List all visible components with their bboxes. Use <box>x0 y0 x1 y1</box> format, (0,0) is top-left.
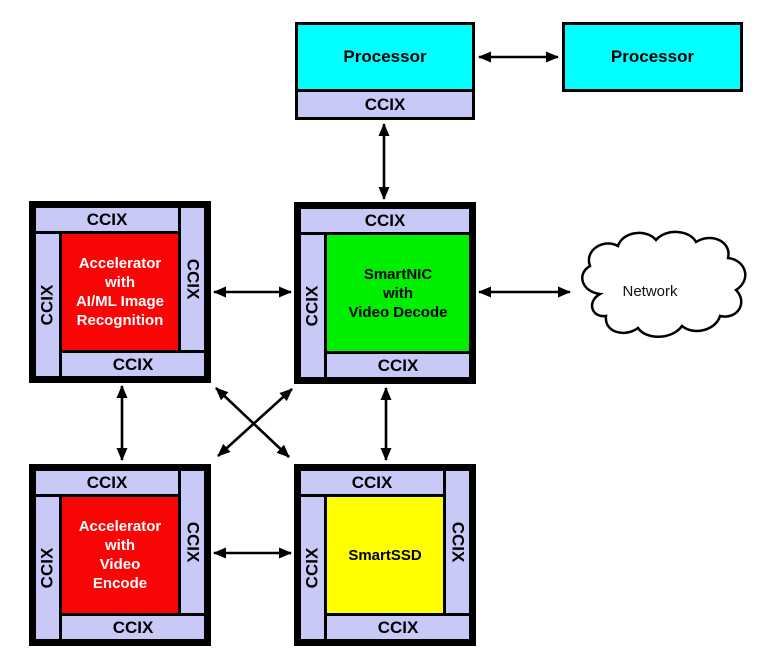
ccix-port-right: CCIX <box>178 468 207 616</box>
ccix-label: CCIX <box>183 258 203 300</box>
smartnic-core: SmartNIC with Video Decode <box>324 232 472 354</box>
ccix-port-top: CCIX <box>33 468 181 497</box>
ccix-label: CCIX <box>37 547 57 589</box>
processor-right-label: Processor <box>610 47 695 66</box>
ccix-label: CCIX <box>377 617 419 637</box>
processor-ccix-port: CCIX <box>295 89 475 120</box>
smartnic-line: with <box>383 284 413 302</box>
ccix-port-left: CCIX <box>298 494 327 642</box>
accelerator-video-line: Encode <box>92 575 148 592</box>
ccix-port-left: CCIX <box>298 232 327 380</box>
smartnic-line: Video Decode <box>348 303 448 321</box>
ccix-label: CCIX <box>112 617 154 637</box>
ccix-port-bottom: CCIX <box>324 613 472 642</box>
network-label: Network <box>622 283 678 300</box>
smartnic-line: SmartNIC <box>363 265 433 283</box>
accelerator-video-line: with <box>105 537 135 554</box>
ccix-port-bottom: CCIX <box>59 613 207 642</box>
ccix-label: CCIX <box>377 355 419 375</box>
ccix-label: CCIX <box>183 521 203 563</box>
arrow-smartnic-videoencode <box>217 388 293 457</box>
ccix-label: CCIX <box>448 521 468 563</box>
ccix-port-left: CCIX <box>33 231 62 379</box>
ccix-port-right: CCIX <box>443 468 472 616</box>
ccix-label: CCIX <box>302 285 322 327</box>
accelerator-aiml-line: Recognition <box>76 312 164 329</box>
ccix-label: CCIX <box>364 94 406 114</box>
accelerator-video-line: Video <box>99 556 141 573</box>
ccix-port-top: CCIX <box>33 205 181 234</box>
processor-left-box: Processor <box>295 22 475 92</box>
ccix-label: CCIX <box>302 547 322 589</box>
smartssd-label: SmartSSD <box>348 546 422 564</box>
processor-right-box: Processor <box>562 22 743 92</box>
ccix-label: CCIX <box>37 284 57 326</box>
accelerator-video-core: Accelerator with Video Encode <box>59 494 181 616</box>
ccix-port-left: CCIX <box>33 494 62 642</box>
accelerator-video-line: Accelerator <box>78 518 162 535</box>
accelerator-aiml-line: with <box>105 274 135 291</box>
accelerator-aiml-block: CCIX CCIX CCIX CCIX Accelerator with AI/… <box>29 201 211 383</box>
ccix-label: CCIX <box>86 209 128 229</box>
ccix-port-top: CCIX <box>298 206 472 235</box>
ccix-label: CCIX <box>364 210 406 230</box>
smartnic-block: CCIX CCIX CCIX SmartNIC with Video Decod… <box>294 202 476 384</box>
ccix-label: CCIX <box>112 354 154 374</box>
smartssd-block: CCIX CCIX CCIX CCIX SmartSSD <box>294 464 476 646</box>
processor-left-label: Processor <box>343 47 427 66</box>
ccix-port-bottom: CCIX <box>324 351 472 380</box>
accelerator-aiml-line: AI/ML Image <box>75 293 165 310</box>
accelerator-aiml-core: Accelerator with AI/ML Image Recognition <box>59 231 181 353</box>
arrow-aiml-smartssd <box>215 387 290 458</box>
ccix-port-top: CCIX <box>298 468 446 497</box>
ccix-port-right: CCIX <box>178 205 207 353</box>
accelerator-video-block: CCIX CCIX CCIX CCIX Accelerator with Vid… <box>29 464 211 646</box>
smartssd-core: SmartSSD <box>324 494 446 616</box>
network-cloud-icon <box>581 230 747 338</box>
accelerator-aiml-line: Accelerator <box>78 255 162 272</box>
ccix-label: CCIX <box>351 472 393 492</box>
ccix-label: CCIX <box>86 472 128 492</box>
ccix-port-bottom: CCIX <box>59 350 207 379</box>
